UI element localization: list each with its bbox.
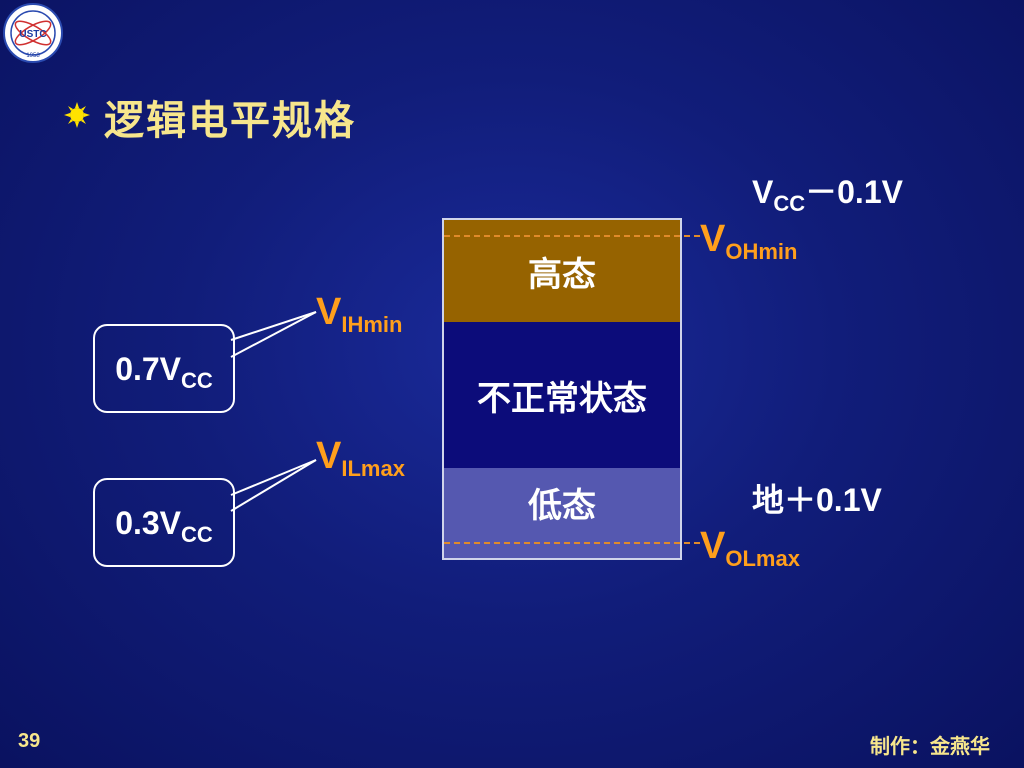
vol-threshold-line xyxy=(444,542,700,544)
gnd-plus-label: 地＋0.1V xyxy=(752,482,882,518)
ustc-logo: USTC 1958 xyxy=(3,3,63,63)
callout-high-text: 0.7VCC xyxy=(115,350,213,393)
v-ilmax-label: VILmax xyxy=(316,435,405,481)
low-state-label: 低态 xyxy=(528,487,596,525)
slide-title: 逻辑电平规格 xyxy=(104,99,356,143)
author-credit: 制作：金燕华 xyxy=(870,736,990,758)
abnormal-state-region: 不正常状态 xyxy=(444,322,680,468)
low-state-region: 低态 xyxy=(444,468,680,558)
sun-bullet-icon xyxy=(64,102,90,128)
v-ihmin-label: VIHmin xyxy=(316,291,403,337)
logo-year: 1958 xyxy=(26,53,40,59)
callout-low-text: 0.3VCC xyxy=(115,504,213,547)
callout-low-leader-top xyxy=(230,459,317,496)
callout-low-leader-bottom xyxy=(230,459,317,512)
page-number: 39 xyxy=(18,730,41,752)
v-olmax-label: VOLmax xyxy=(700,525,800,571)
voh-threshold-line xyxy=(444,235,700,237)
logo-text: USTC xyxy=(19,29,46,40)
callout-high-leader-top xyxy=(230,311,317,341)
high-state-region: 高态 xyxy=(444,220,680,322)
callout-high-leader-bottom xyxy=(230,311,317,358)
logic-level-bar: 高态 不正常状态 低态 xyxy=(442,218,682,560)
callout-high-box: 0.7VCC xyxy=(93,324,235,413)
vcc-minus-label: VCC－0.1V xyxy=(752,174,903,216)
v-ohmin-label: VOHmin xyxy=(700,218,798,264)
high-state-label: 高态 xyxy=(528,255,596,294)
abnormal-state-label: 不正常状态 xyxy=(477,379,647,418)
callout-low-box: 0.3VCC xyxy=(93,478,235,567)
